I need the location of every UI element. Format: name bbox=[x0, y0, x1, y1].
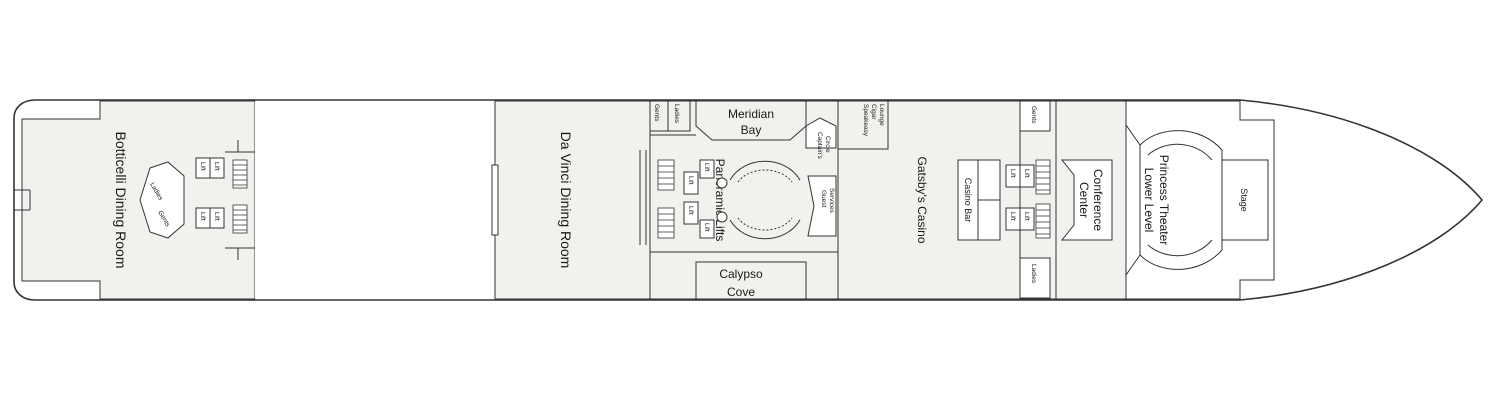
botticelli-dining-room[interactable]: Botticelli Dining Room Ladies Gents Lift… bbox=[14, 100, 256, 300]
lift-label-5: Lift bbox=[687, 176, 694, 185]
stairs-aft bbox=[232, 159, 248, 234]
botticelli-label: Botticelli Dining Room bbox=[113, 132, 129, 269]
captains-circle[interactable]: Captain's Circle bbox=[805, 117, 837, 160]
gents-label-mid: Gents bbox=[653, 104, 660, 122]
gatsbys-label: Gatsby's Casino bbox=[915, 157, 929, 244]
panoramic-lifts[interactable]: Lift Lift Lift Lift Panoramic Lifts bbox=[639, 150, 801, 245]
meridian-bay[interactable]: Meridian Bay bbox=[695, 100, 807, 141]
lift-label-8: Lift bbox=[703, 223, 710, 232]
calypso-label-1: Calypso bbox=[719, 267, 763, 281]
guest-label-1: Guest bbox=[820, 190, 827, 208]
lift-label-10: Lift bbox=[1009, 212, 1016, 221]
guest-services[interactable]: Guest Services bbox=[807, 175, 837, 237]
stage-label: Stage bbox=[1239, 188, 1249, 212]
theater-label-1: Princess Theater bbox=[1157, 155, 1171, 246]
davinci-dining-room[interactable]: Da Vinci Dining Room bbox=[491, 100, 651, 300]
davinci-label: Da Vinci Dining Room bbox=[558, 132, 574, 269]
guest-label-2: Services bbox=[828, 188, 835, 214]
svg-text:Center: Center bbox=[1077, 182, 1091, 218]
lift-label-7: Lift bbox=[703, 163, 710, 172]
captains-label-1: Captain's bbox=[816, 132, 823, 160]
lift-label-2: Lift bbox=[213, 162, 220, 171]
forward-lift-core[interactable]: Gents Ladies Lift Lift Lift Lift bbox=[1005, 100, 1057, 300]
open-atrium-void bbox=[255, 101, 495, 299]
svg-text:Cigar: Cigar bbox=[870, 104, 877, 120]
calypso-cove[interactable]: Calypso Cove bbox=[695, 261, 807, 300]
gents-label-fwd: Gents bbox=[1030, 106, 1037, 124]
lift-label-12: Lift bbox=[1023, 212, 1030, 221]
lift-label-4: Lift bbox=[213, 212, 220, 221]
svg-text:Conference: Conference bbox=[1091, 169, 1105, 231]
lift-label-6: Lift bbox=[687, 206, 694, 215]
svg-text:Speakeasy: Speakeasy bbox=[862, 104, 869, 137]
gatsbys-casino[interactable]: Gatsby's Casino Casino Bar Speakeasy Cig… bbox=[837, 100, 1025, 300]
lift-label-3: Lift bbox=[199, 212, 206, 221]
theater-label-2: Lower Level bbox=[1142, 168, 1156, 233]
meridian-label-1: Meridian bbox=[728, 107, 774, 121]
casino-bar-label: Casino Bar bbox=[963, 178, 973, 223]
meridian-label-2: Bay bbox=[741, 123, 762, 137]
restrooms-mid[interactable]: Gents Ladies bbox=[649, 100, 691, 132]
lift-label-1: Lift bbox=[199, 162, 206, 171]
calypso-label-2: Cove bbox=[727, 285, 755, 299]
ladies-label-mid: Ladies bbox=[673, 104, 680, 124]
hull-outline bbox=[13, 99, 1484, 301]
lift-label-11: Lift bbox=[1023, 169, 1030, 178]
captains-label-2: Circle bbox=[824, 136, 831, 153]
svg-text:Lounge: Lounge bbox=[878, 104, 885, 126]
lift-label-9: Lift bbox=[1009, 169, 1016, 178]
ladies-label-fwd: Ladies bbox=[1030, 264, 1037, 284]
panoramic-label: Panoramic Lifts bbox=[713, 159, 727, 242]
princess-theater[interactable]: Princess Theater Lower Level Conference … bbox=[1055, 100, 1275, 300]
stage[interactable]: Stage bbox=[1221, 159, 1269, 241]
